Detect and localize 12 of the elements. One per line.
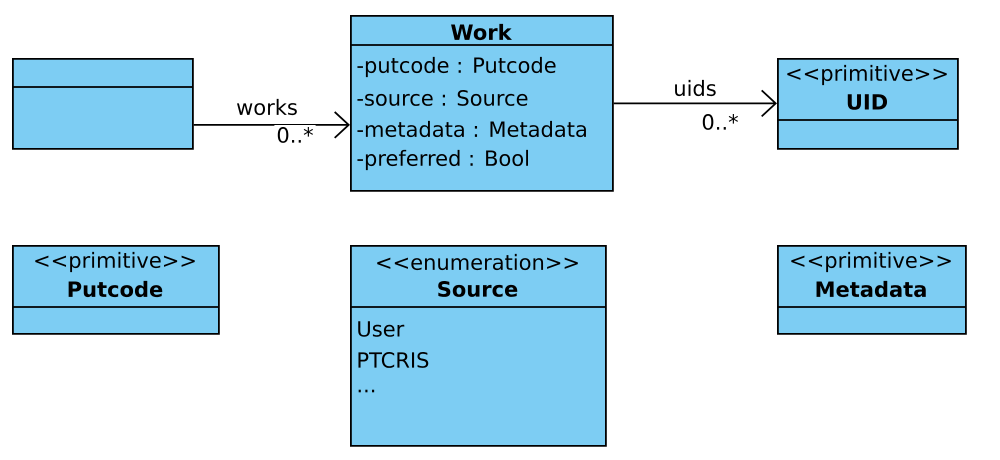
multiplicity-label: 0..* — [274, 125, 316, 145]
association-arrow — [614, 90, 778, 118]
association-arrow — [194, 111, 350, 139]
class-box — [12, 58, 194, 150]
class-box: <<primitive>> Putcode — [12, 245, 220, 335]
multiplicity-label: 0..* — [699, 112, 741, 132]
class-box: <<primitive>> Metadata — [777, 245, 967, 335]
edge-label: works — [234, 96, 300, 118]
class-box: <<primitive>> UID — [777, 58, 959, 150]
class-box: <<enumeration>> Source User PTCRIS ... — [350, 245, 607, 447]
edge-label: uids — [671, 78, 719, 98]
class-box: Work -putcode : Putcode -source : Source -metadata : Metadata -preferred : Bool — [350, 15, 614, 192]
